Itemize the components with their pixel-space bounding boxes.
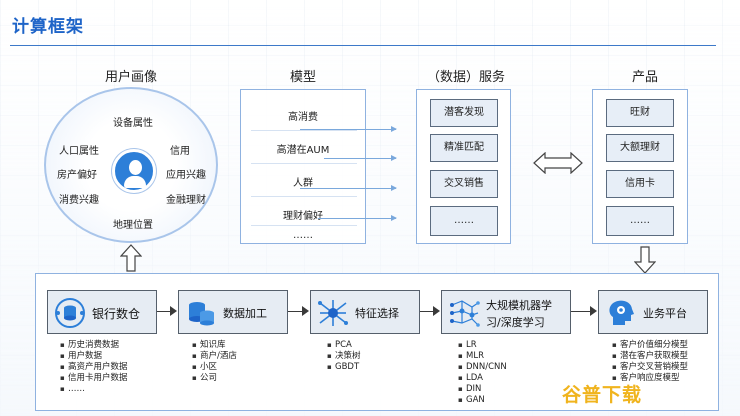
header-product: 产品 (631, 70, 658, 85)
flow-arrow (300, 126, 397, 132)
product-item: 信用卡 (606, 170, 674, 198)
chevron-right-icon (433, 306, 440, 316)
title-divider (10, 45, 716, 46)
attr-location: 地理位置 (113, 220, 153, 231)
list-business-platform: 客户价值细分模型 潜在客户获取模型 客户交叉营销模型 客户响应度模型 (612, 340, 688, 384)
attr-finance: 金融理财 (166, 195, 206, 206)
list-item: LR (458, 340, 507, 351)
feature-select-icon (318, 300, 348, 326)
product-item: 旺财 (606, 99, 674, 127)
model-item: 高潜在AUM (276, 145, 330, 156)
list-bank-warehouse: 历史消费数据 用户数据 高资产用户数据 信用卡用户数据 …… (60, 340, 128, 395)
attr-credit: 信用 (170, 146, 190, 157)
list-item: 高资产用户数据 (60, 362, 128, 373)
stage-machine-learning: 大规模机器学 习/深度学习 (441, 290, 571, 334)
product-item: …… (606, 206, 674, 236)
list-item: 客户响应度模型 (612, 373, 688, 384)
list-item: DNN/CNN (458, 362, 507, 373)
list-machine-learning: LR MLR DNN/CNN LDA DIN GAN (458, 340, 507, 406)
list-item: 潜在客户获取模型 (612, 351, 688, 362)
model-item: 理财偏好 (283, 211, 323, 222)
attr-demographic: 人口属性 (59, 146, 99, 157)
product-item: 大额理财 (606, 134, 674, 162)
header-service: （数据）服务 (426, 70, 505, 85)
stage-feature-selection: 特征选择 (310, 290, 420, 334)
list-item: 用户数据 (60, 351, 128, 362)
header-user-profile: 用户画像 (104, 70, 157, 85)
flow-arrow (300, 185, 397, 191)
attr-app-interest: 应用兴趣 (166, 170, 206, 181)
list-item: MLR (458, 351, 507, 362)
brain-gear-icon (609, 300, 634, 325)
list-data-processing: 知识库 商户/酒店 小区 公司 (192, 340, 237, 384)
up-arrow-icon (120, 244, 142, 272)
stage-name: 特征选择 (355, 307, 399, 320)
service-item: 潜客发现 (430, 99, 498, 127)
list-item: DIN (458, 384, 507, 395)
model-item: 人群 (293, 178, 313, 189)
attr-property: 房产偏好 (57, 170, 97, 181)
flow-arrow (318, 215, 397, 221)
list-item: GBDT (327, 362, 361, 373)
list-item: 信用卡用户数据 (60, 373, 128, 384)
model-item: 高消费 (288, 112, 318, 123)
bidirectional-arrow-icon (533, 152, 583, 174)
chevron-right-icon (302, 306, 309, 316)
database-stack-icon (189, 302, 214, 326)
list-item: 商户/酒店 (192, 351, 237, 362)
list-item: 客户交叉营销模型 (612, 362, 688, 373)
stage-name: 数据加工 (223, 307, 267, 320)
database-network-icon (55, 298, 85, 328)
service-item: …… (430, 206, 498, 236)
stage-name-line2: 习/深度学习 (486, 316, 545, 329)
model-box: 高消费 高潜在AUM 人群 理财偏好 …… (240, 89, 366, 244)
stage-name: 业务平台 (643, 307, 687, 320)
list-item: 知识库 (192, 340, 237, 351)
stage-name: 银行数仓 (92, 307, 141, 321)
list-item: 公司 (192, 373, 237, 384)
list-item: PCA (327, 340, 361, 351)
list-item: LDA (458, 373, 507, 384)
watermark-logo: 谷普下载 (562, 384, 643, 406)
list-item: 历史消费数据 (60, 340, 128, 351)
list-item: GAN (458, 395, 507, 406)
service-box: 潜客发现 精准匹配 交叉销售 …… (416, 89, 511, 244)
stage-business-platform: 业务平台 (598, 290, 708, 334)
service-item: 精准匹配 (430, 134, 498, 162)
chevron-right-icon (170, 306, 177, 316)
user-profile-circle: 设备属性 人口属性 信用 房产偏好 应用兴趣 消费兴趣 金融理财 地理位置 (44, 87, 218, 243)
down-arrow-icon (634, 246, 656, 274)
list-item: 决策树 (327, 351, 361, 362)
list-item: 小区 (192, 362, 237, 373)
list-item: 客户价值细分模型 (612, 340, 688, 351)
neural-network-icon (450, 300, 480, 327)
list-item: …… (60, 384, 128, 395)
stage-data-processing: 数据加工 (178, 290, 288, 334)
attr-device: 设备属性 (113, 118, 153, 129)
list-feature-selection: PCA 决策树 GBDT (327, 340, 361, 373)
user-avatar-icon (112, 149, 156, 193)
chevron-right-icon (590, 306, 597, 316)
model-item: …… (293, 230, 313, 241)
flow-arrow (324, 155, 397, 161)
stage-name-line1: 大规模机器学 (486, 299, 552, 312)
attr-consumption: 消费兴趣 (59, 195, 99, 206)
header-model: 模型 (289, 70, 316, 85)
service-item: 交叉销售 (430, 170, 498, 198)
product-box: 旺财 大额理财 信用卡 …… (592, 89, 688, 244)
stage-bank-warehouse: 银行数仓 (47, 290, 157, 334)
page-title: 计算框架 (12, 17, 84, 37)
